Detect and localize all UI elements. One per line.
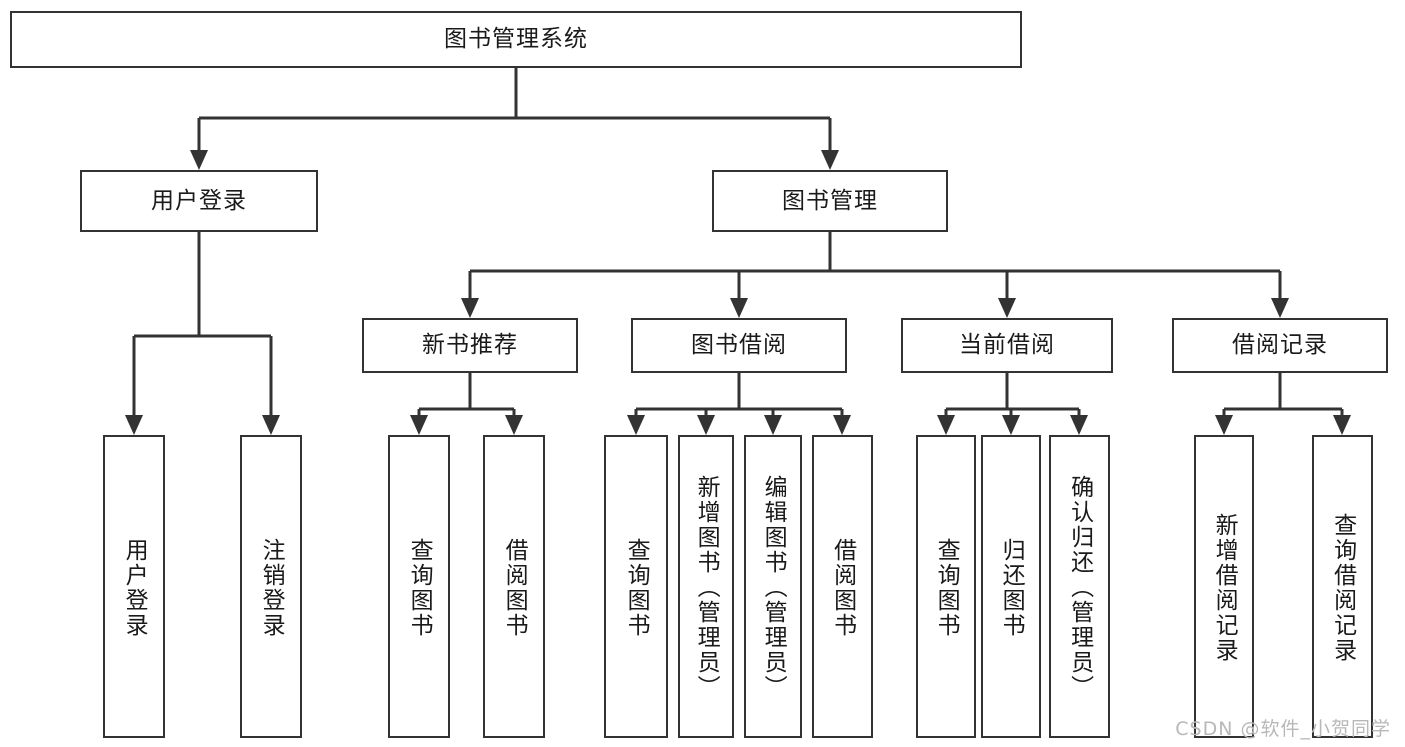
node-current-borrow[interactable]: 当前借阅 xyxy=(901,318,1113,373)
arrow-leaf-1-1 xyxy=(505,415,523,435)
node-borrow-record[interactable]: 借阅记录 xyxy=(1172,318,1388,373)
node-label-leaf-borrow-book: 借阅图书 xyxy=(829,537,856,638)
connector-lines xyxy=(132,68,1344,415)
arrow-level3-0 xyxy=(461,298,479,318)
arrow-level2-0 xyxy=(190,150,208,170)
node-label-leaf-query-borrow-record: 查询借阅记录 xyxy=(1329,512,1356,663)
node-leaf-add-book[interactable]: 新增图书（管理员） xyxy=(678,435,734,738)
node-label-leaf-confirm-return: 确认归还（管理员） xyxy=(1066,475,1093,700)
node-leaf-query-borrow-record[interactable]: 查询借阅记录 xyxy=(1312,435,1373,738)
node-label-user-login: 用户登录 xyxy=(151,187,247,214)
node-label-leaf-add-borrow-record: 新增借阅记录 xyxy=(1211,512,1238,663)
node-label-leaf-user-logout: 注销登录 xyxy=(258,537,285,638)
arrow-leaf-1-0 xyxy=(410,415,428,435)
node-label-book-borrow: 图书借阅 xyxy=(691,332,787,359)
arrow-level3-2 xyxy=(998,298,1016,318)
node-book-manage[interactable]: 图书管理 xyxy=(712,170,948,232)
node-label-root: 图书管理系统 xyxy=(444,26,588,53)
arrow-leaf-2-3 xyxy=(833,415,851,435)
node-label-leaf-query-book-borrow: 查询图书 xyxy=(623,537,650,638)
arrow-leaf-4-1 xyxy=(1333,415,1351,435)
node-label-book-manage: 图书管理 xyxy=(782,187,878,214)
arrow-leaf-2-0 xyxy=(627,415,645,435)
arrow-leaf-2-2 xyxy=(764,415,782,435)
node-label-new-book-recommend: 新书推荐 xyxy=(422,332,518,359)
node-leaf-borrow-book[interactable]: 借阅图书 xyxy=(812,435,873,738)
node-label-leaf-return-book: 归还图书 xyxy=(998,537,1025,638)
node-label-leaf-query-book-current: 查询图书 xyxy=(933,537,960,638)
arrow-leaf-0-1 xyxy=(262,415,280,435)
node-root[interactable]: 图书管理系统 xyxy=(10,11,1022,68)
arrow-leaf-4-0 xyxy=(1215,415,1233,435)
node-label-leaf-query-book-rec: 查询图书 xyxy=(406,537,433,638)
node-leaf-query-book-borrow[interactable]: 查询图书 xyxy=(604,435,668,738)
arrow-level3-1 xyxy=(730,298,748,318)
arrow-leaf-3-2 xyxy=(1070,415,1088,435)
node-leaf-edit-book[interactable]: 编辑图书（管理员） xyxy=(744,435,802,738)
arrow-leaf-3-0 xyxy=(937,415,955,435)
node-leaf-user-logout[interactable]: 注销登录 xyxy=(240,435,302,738)
node-label-current-borrow: 当前借阅 xyxy=(959,332,1055,359)
node-new-book-recommend[interactable]: 新书推荐 xyxy=(362,318,578,373)
node-label-leaf-user-login: 用户登录 xyxy=(121,537,148,638)
node-leaf-query-book-current[interactable]: 查询图书 xyxy=(916,435,976,738)
node-label-leaf-borrow-book-rec: 借阅图书 xyxy=(501,537,528,638)
node-label-leaf-edit-book: 编辑图书（管理员） xyxy=(760,475,787,700)
node-user-login[interactable]: 用户登录 xyxy=(80,170,318,232)
node-label-borrow-record: 借阅记录 xyxy=(1232,332,1328,359)
arrow-level2-1 xyxy=(821,150,839,170)
node-leaf-return-book[interactable]: 归还图书 xyxy=(981,435,1041,738)
arrow-leaf-2-1 xyxy=(697,415,715,435)
arrow-leaf-0-0 xyxy=(125,415,143,435)
node-leaf-query-book-rec[interactable]: 查询图书 xyxy=(388,435,450,738)
node-leaf-user-login[interactable]: 用户登录 xyxy=(103,435,165,738)
node-leaf-confirm-return[interactable]: 确认归还（管理员） xyxy=(1049,435,1110,738)
node-label-leaf-add-book: 新增图书（管理员） xyxy=(693,475,720,700)
arrow-level3-3 xyxy=(1271,298,1289,318)
node-leaf-add-borrow-record[interactable]: 新增借阅记录 xyxy=(1194,435,1254,738)
node-book-borrow[interactable]: 图书借阅 xyxy=(631,318,847,373)
connector-arrowheads xyxy=(125,150,1351,435)
arrow-leaf-3-1 xyxy=(1002,415,1020,435)
node-leaf-borrow-book-rec[interactable]: 借阅图书 xyxy=(483,435,545,738)
